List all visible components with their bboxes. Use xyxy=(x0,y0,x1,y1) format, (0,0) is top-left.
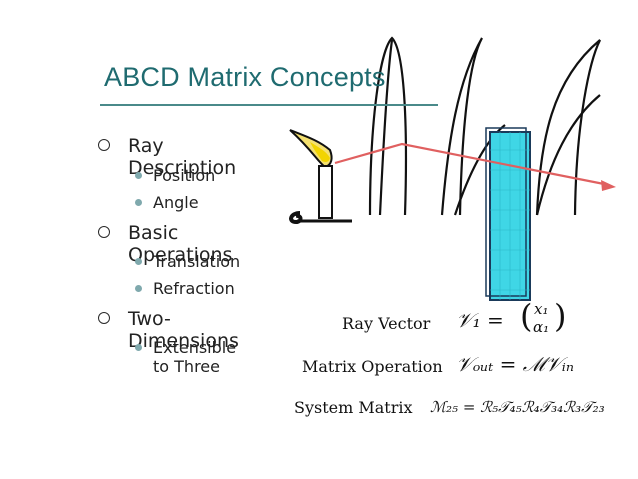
bullet-two-dimensions: Two-Dimensions xyxy=(98,308,239,352)
bullet-ring-icon xyxy=(98,226,110,238)
bullet-dot-icon xyxy=(135,172,142,179)
eq-ray-vector-lhs: 𝒱₁ = xyxy=(456,308,504,332)
label-ray-vector: Ray Vector xyxy=(342,314,431,333)
glass-block xyxy=(485,127,531,301)
glass-grid xyxy=(490,132,530,300)
bullet-ray-description: Ray Description xyxy=(98,135,236,179)
bullet-dot-icon xyxy=(135,199,142,206)
slide-title: ABCD Matrix Concepts xyxy=(104,62,386,92)
ray-arrow xyxy=(334,142,616,191)
bullet-ring-icon xyxy=(98,312,110,324)
eq-paren-left: ( xyxy=(520,297,533,335)
bullet-basic-operations: Basic Operations xyxy=(98,222,232,266)
bullet-dot-icon xyxy=(135,258,142,265)
bullet-ring-icon xyxy=(98,139,110,151)
title-underline xyxy=(100,104,438,106)
eq-paren-right: ) xyxy=(554,297,567,335)
sub-bullet-angle: Angle xyxy=(135,193,199,212)
eq-ray-vector-bottom: α₁ xyxy=(533,318,550,336)
sub-bullet-refraction: Refraction xyxy=(135,279,235,298)
lens-shapes xyxy=(368,36,601,216)
eq-ray-vector-top: x₁ xyxy=(534,300,549,318)
eq-matrix-operation: 𝒱ₒᵤₜ = ℳ𝒱ᵢₙ xyxy=(456,352,574,376)
sub-bullet-translation: Translation xyxy=(135,252,240,271)
bullet-dot-icon xyxy=(135,344,142,351)
sub-bullet-extensible: Extensible to Three xyxy=(135,338,236,376)
bullet-dot-icon xyxy=(135,285,142,292)
label-system-matrix: System Matrix xyxy=(294,398,413,417)
sub-bullet-position: Position xyxy=(135,166,215,185)
eq-system-matrix: ℳ₂₅ = ℛ₅𝒯₄₅ℛ₄𝒯₃₄ℛ₃𝒯₂₃ xyxy=(430,398,605,416)
label-matrix-operation: Matrix Operation xyxy=(302,357,443,376)
candle-icon xyxy=(289,129,352,225)
